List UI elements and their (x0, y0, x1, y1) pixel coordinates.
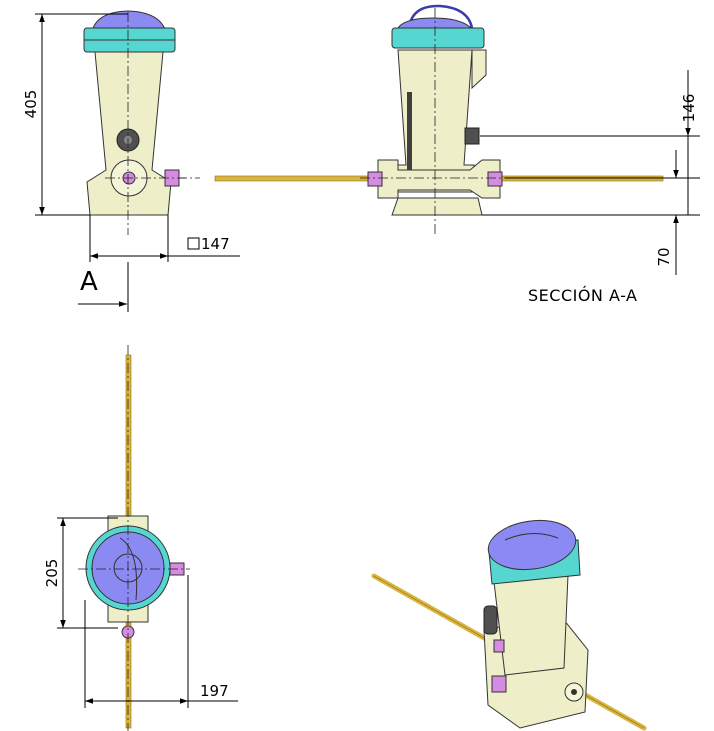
section-valve-right (487, 171, 503, 187)
iso-gauge (483, 605, 498, 635)
top-view (78, 345, 190, 731)
top-dimensions: 205 197 (43, 517, 238, 708)
height-total-label: 405 (22, 90, 40, 119)
section-lower-label: 70 (655, 247, 673, 266)
front-dimensions: 405 147 A (22, 13, 240, 312)
top-span-label: 197 (200, 682, 229, 700)
section-marker-label: A (80, 267, 98, 297)
base-square-label: 147 (201, 235, 230, 253)
section-dimensions: 146 70 SECCIÓN A-A (480, 70, 700, 305)
front-view (83, 10, 200, 235)
section-valve-left (367, 171, 383, 187)
front-lid (91, 10, 167, 33)
isometric-view (371, 519, 647, 731)
top-width-label: 205 (43, 559, 61, 588)
iso-lid (487, 519, 577, 571)
iso-valve (491, 675, 507, 693)
iso-body (493, 574, 569, 676)
square-symbol (187, 237, 200, 250)
section-upper-label: 146 (680, 94, 698, 123)
section-gauge (464, 127, 480, 145)
section-caption: SECCIÓN A-A (528, 286, 637, 305)
section-view (214, 4, 664, 236)
section-base (391, 197, 483, 216)
section-handle (407, 4, 474, 29)
section-collar (391, 27, 485, 49)
